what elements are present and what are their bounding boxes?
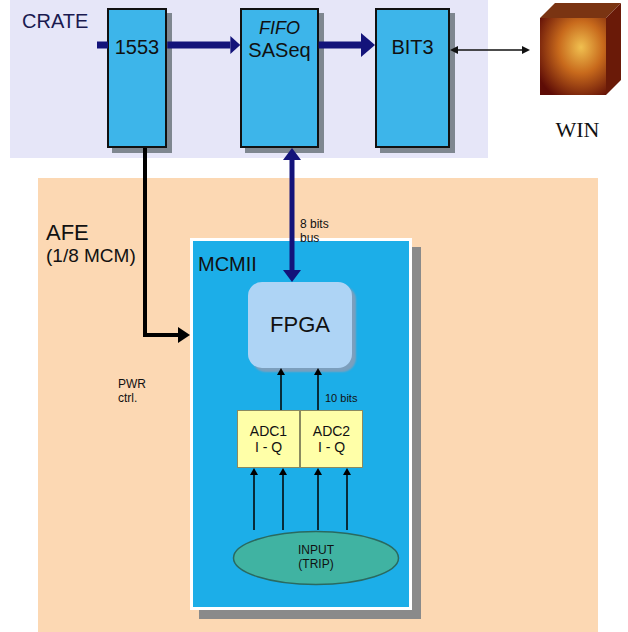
crate-panel-label: CRATE [22, 10, 88, 33]
fpga-chip: FPGA [248, 282, 352, 368]
adc-chip: ADC1 I - Q [237, 410, 300, 468]
crate-panel: 1553 FIFOSASeq BIT3 CRATE [10, 0, 488, 158]
connector-arrow [145, 148, 178, 335]
fifo-card-label: SASeq [248, 39, 310, 62]
adc-chip-label: ADC1 I - Q [248, 423, 290, 455]
connector-arrow [319, 42, 361, 49]
afe-panel-label: (1/8 MCM) [46, 245, 136, 267]
edge-label: 8 bits bus [300, 218, 338, 246]
bus-card-label: 1553 [115, 36, 160, 59]
connector-arrow [167, 42, 230, 49]
fpga-chip-label: FPGA [270, 312, 330, 337]
computer-icon-label: WIN [556, 117, 600, 142]
connector-arrow [280, 375, 282, 410]
bus-stub [97, 42, 108, 49]
edge-label: 10 bits [325, 392, 357, 405]
adc-chip-label: ADC2 I - Q [311, 423, 353, 455]
computer-icon: WIN [530, 0, 625, 148]
connector-arrow [282, 475, 284, 530]
adc-chip: ADC2 I - Q [300, 410, 363, 468]
connector-arrow [317, 475, 319, 530]
ellipse-shape [234, 532, 399, 585]
connector-arrow [346, 475, 348, 530]
fifo-card-label: FIFO [259, 18, 300, 39]
mcm-board: FPGA ADC1 I - Q ADC2 I - Q INPUT (TRIP) MCMI… [190, 238, 412, 610]
cube-front [540, 18, 606, 95]
interface-card: BIT3 [375, 8, 450, 148]
edge-label: PWR ctrl. [118, 378, 152, 406]
cube-top [540, 3, 621, 18]
connector-arrow [317, 375, 319, 410]
afe-panel-label: AFE [46, 220, 89, 245]
bus-card: 1553 [107, 8, 168, 148]
mcm-board-label: MCMII [198, 253, 257, 276]
connector-arrow [290, 160, 295, 270]
connector-arrow [458, 49, 522, 51]
fifo-card: FIFOSASeq [240, 8, 318, 148]
connector-arrow [253, 475, 255, 530]
interface-card-label: BIT3 [391, 36, 433, 59]
afe-panel: FPGA ADC1 I - Q ADC2 I - Q INPUT (TRIP) MCMI… [38, 178, 598, 632]
input-ellipse: INPUT (TRIP) [232, 530, 400, 586]
input-ellipse-label: INPUT (TRIP) [291, 544, 341, 572]
cube-side [606, 3, 621, 95]
